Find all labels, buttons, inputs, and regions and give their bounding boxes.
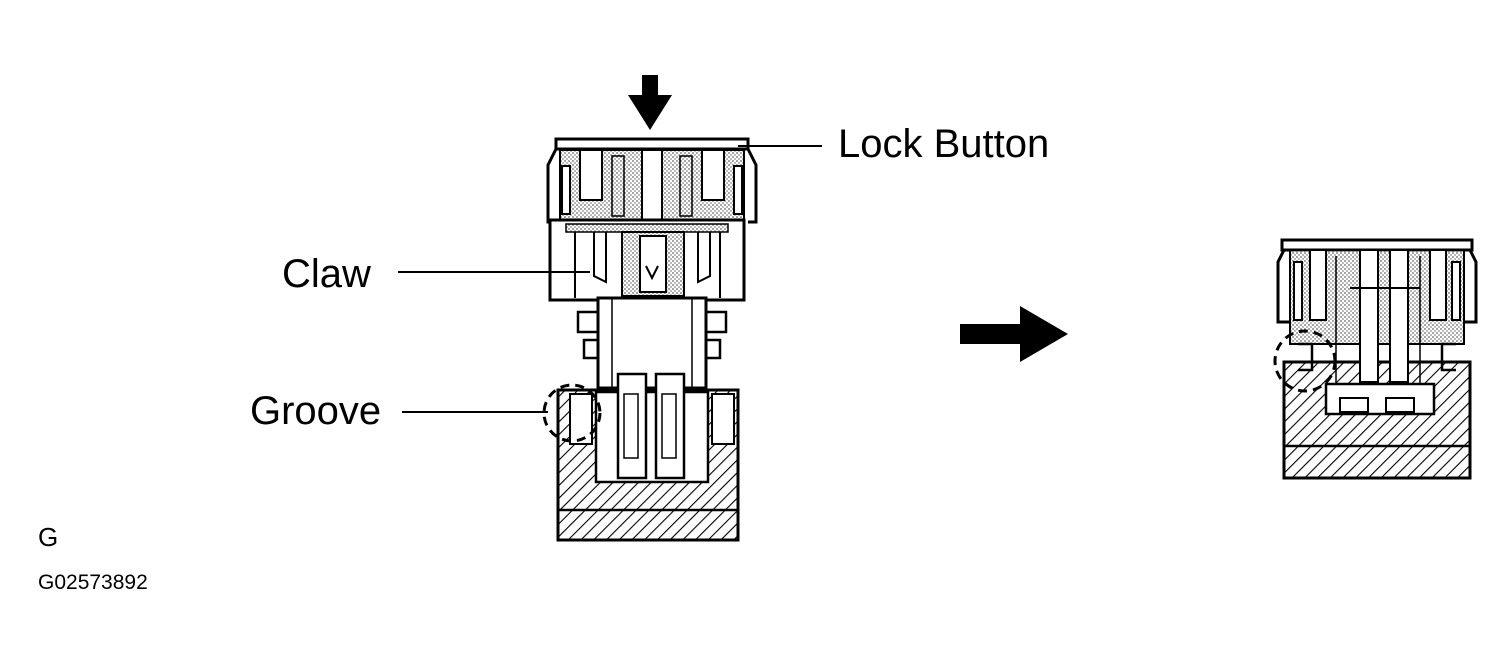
claw-label: Claw <box>282 252 371 296</box>
dashed-circle-icon <box>1273 329 1337 393</box>
upper-housing <box>548 218 746 302</box>
figure-id: G02573892 <box>38 571 148 594</box>
lock-button <box>546 137 758 224</box>
terminal-block <box>556 372 740 542</box>
dashed-circle-icon <box>542 383 602 443</box>
section-code: G <box>38 522 59 552</box>
groove-label: Groove <box>250 389 382 433</box>
shaft <box>576 296 728 390</box>
lock-button-label: Lock Button <box>838 122 1050 166</box>
arrow-down-icon <box>628 75 672 130</box>
connector-after <box>1273 238 1478 480</box>
arrow-right-icon <box>960 306 1068 362</box>
connector-before <box>542 75 758 542</box>
